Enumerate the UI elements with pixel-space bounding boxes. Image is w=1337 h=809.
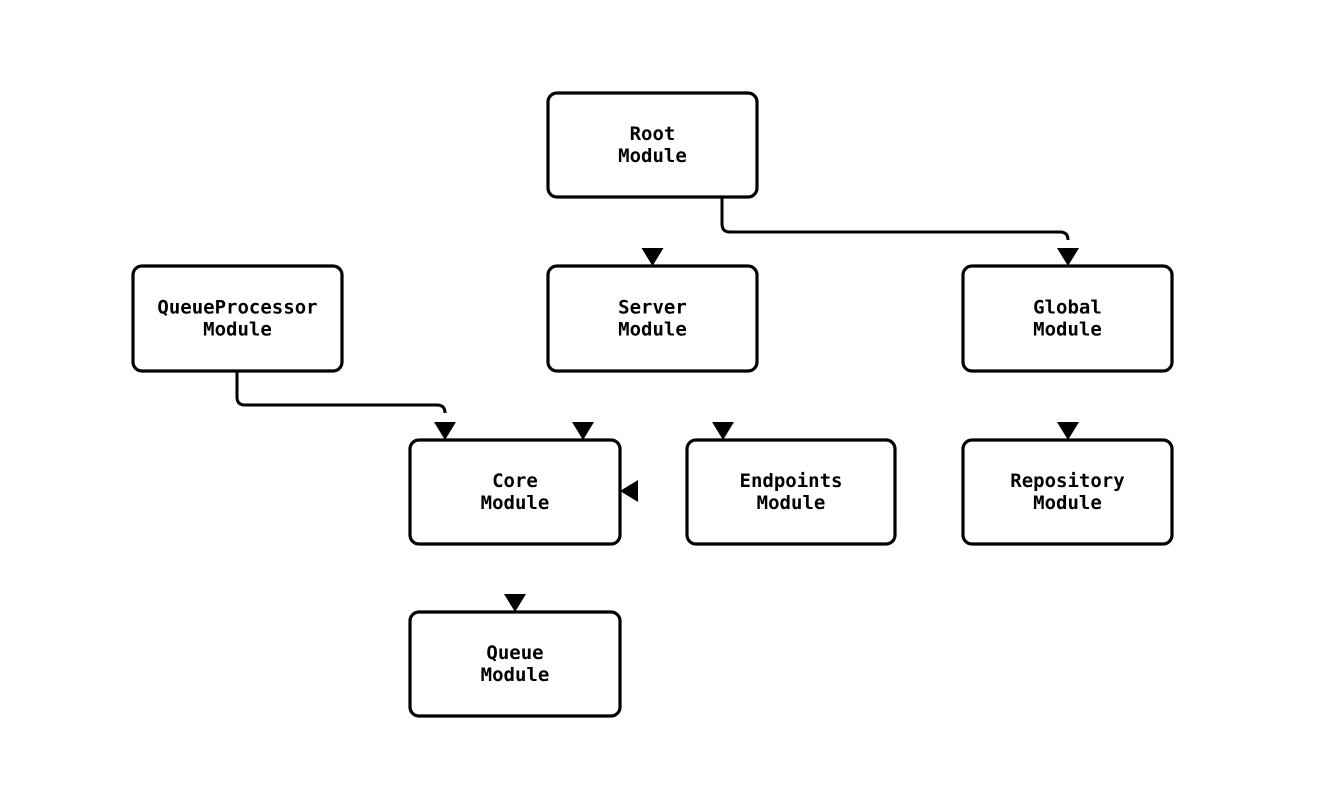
node-label-line: Module bbox=[618, 319, 687, 341]
node-label-line: Endpoints bbox=[740, 470, 843, 492]
node-label-line: Module bbox=[1033, 492, 1102, 514]
edge-queueprocessor-to-core bbox=[235, 371, 447, 414]
node-box-core bbox=[408, 438, 622, 546]
node-box-global bbox=[961, 264, 1174, 373]
node-label-line: Module bbox=[757, 492, 826, 514]
node-box-queueprocessor bbox=[131, 264, 344, 373]
node-label-line: Server bbox=[618, 297, 687, 319]
node-label-line: Module bbox=[481, 492, 550, 514]
node-label-line: Repository bbox=[1010, 470, 1124, 492]
node-label-line: Module bbox=[203, 319, 272, 341]
node-label-line: Core bbox=[492, 470, 538, 492]
node-label-line: Root bbox=[630, 123, 676, 145]
edge-root-to-global bbox=[720, 197, 1070, 241]
arrowhead-global-to-repository bbox=[1057, 422, 1079, 440]
arrowhead-queueprocessor-to-core bbox=[434, 422, 456, 440]
arrowhead-root-to-server bbox=[641, 248, 664, 266]
arrowhead-root-to-global bbox=[1057, 248, 1079, 266]
arrowhead-server-to-endpoints bbox=[712, 422, 734, 440]
node-box-server bbox=[546, 264, 759, 373]
node-label-line: Queue bbox=[486, 642, 543, 664]
arrowhead-server-to-core bbox=[572, 422, 594, 440]
arrowhead-core-to-queue bbox=[504, 594, 526, 612]
node-label-line: Module bbox=[1033, 319, 1102, 341]
node-label-line: Global bbox=[1033, 297, 1102, 319]
node-box-root bbox=[546, 91, 759, 199]
node-box-queue bbox=[408, 610, 622, 718]
node-box-repository bbox=[961, 438, 1174, 546]
arrowhead-endpoints-to-core bbox=[620, 480, 638, 502]
node-label-line: Module bbox=[481, 664, 550, 686]
node-label-line: QueueProcessor bbox=[157, 297, 317, 319]
node-label-line: Module bbox=[618, 145, 687, 167]
node-box-endpoints bbox=[685, 438, 897, 546]
